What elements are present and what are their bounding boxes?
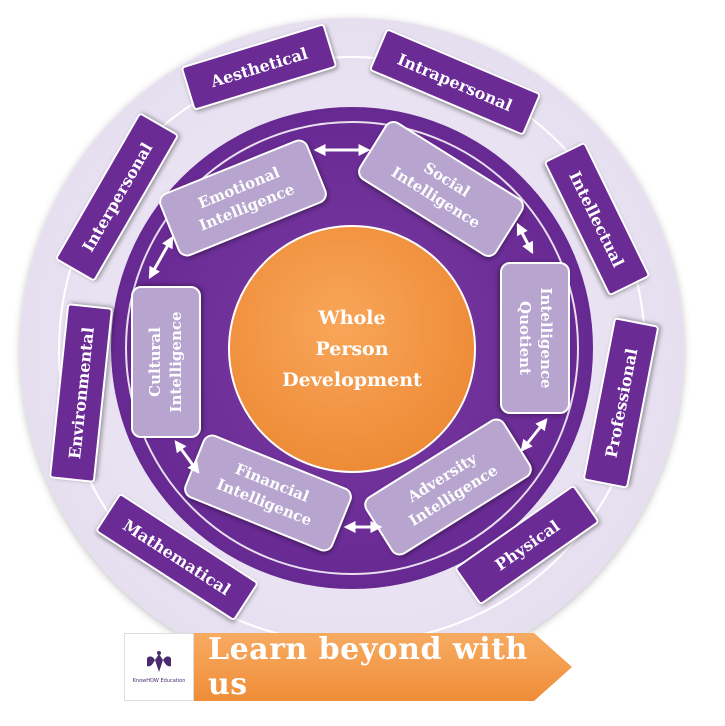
box-cultural-intelligence: Cultural Intelligence xyxy=(131,286,201,438)
center-label-line-2: Person xyxy=(315,337,389,360)
intelligence-ring-line xyxy=(125,121,579,575)
box-intelligence-quotient: Intelligence Quotient xyxy=(500,262,570,414)
banner-arrow-shape xyxy=(194,633,572,701)
cultural-line-2: Intelligence xyxy=(167,311,185,413)
center-circle: Whole Person Development xyxy=(228,225,476,473)
knowhow-logo: KnowHOW Education xyxy=(124,633,194,701)
quotient-line-1: Intelligence xyxy=(537,287,555,389)
quotient-line-2: Quotient xyxy=(516,301,534,375)
center-label: Whole Person Development xyxy=(267,303,437,396)
center-label-line-1: Whole xyxy=(318,306,386,329)
logo-text: KnowHOW Education xyxy=(132,678,186,684)
learn-banner[interactable]: KnowHOW Education Learn beyond with us xyxy=(124,632,574,702)
cultural-line-1: Cultural xyxy=(146,327,164,397)
crest-icon xyxy=(147,651,171,672)
banner-text: Learn beyond with us xyxy=(208,632,528,702)
center-label-line-3: Development xyxy=(282,368,422,391)
